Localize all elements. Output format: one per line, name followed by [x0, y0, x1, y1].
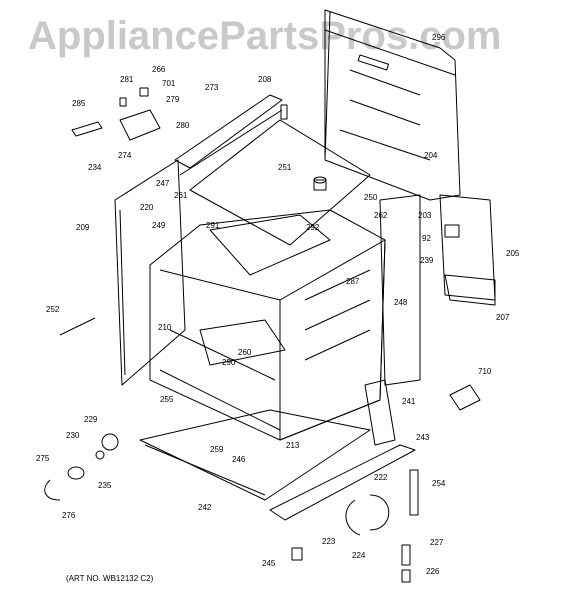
part-label-261: 261 [174, 191, 188, 200]
part-label-251: 251 [278, 163, 292, 172]
back-panel [324, 9, 461, 201]
part-label-710: 710 [478, 367, 492, 376]
part-label-247: 247 [156, 179, 170, 188]
part-label-291: 291 [206, 221, 220, 230]
control-parts [59, 87, 481, 411]
hardware-parts [291, 469, 419, 583]
part-label-224: 224 [352, 551, 366, 560]
kick-panel [269, 444, 416, 521]
part-label-281: 281 [120, 75, 134, 84]
part-label-292: 292 [306, 223, 320, 232]
part-label-250: 250 [364, 193, 378, 202]
part-label-205: 205 [506, 249, 520, 258]
part-label-279: 279 [166, 95, 180, 104]
part-label-234: 234 [88, 163, 102, 172]
part-label-92: 92 [422, 234, 431, 243]
part-label-275: 275 [36, 454, 50, 463]
oven-top-panel [189, 119, 371, 246]
part-label-262: 262 [374, 211, 388, 220]
part-label-276: 276 [62, 511, 76, 520]
part-label-226: 226 [426, 567, 440, 576]
bottom-panel [139, 409, 371, 501]
heating-elements [199, 214, 331, 366]
part-label-243: 243 [416, 433, 430, 442]
part-label-254: 254 [432, 479, 446, 488]
part-label-287: 287 [346, 277, 360, 286]
part-label-209: 209 [76, 223, 90, 232]
part-label-222: 222 [374, 473, 388, 482]
part-label-248: 248 [394, 298, 408, 307]
part-label-208: 208 [258, 75, 272, 84]
part-label-285: 285 [72, 99, 86, 108]
part-label-230: 230 [66, 431, 80, 440]
part-label-274: 274 [118, 151, 132, 160]
part-label-249: 249 [152, 221, 166, 230]
part-label-246: 246 [232, 455, 246, 464]
part-label-252: 252 [46, 305, 60, 314]
part-label-273: 273 [205, 83, 219, 92]
part-label-242: 242 [198, 503, 212, 512]
part-label-204: 204 [424, 151, 438, 160]
part-label-296: 296 [432, 33, 446, 42]
part-label-213: 213 [286, 441, 300, 450]
watermark: AppliancePartsPros.com [28, 14, 502, 58]
part-label-223: 223 [322, 537, 336, 546]
part-label-260: 260 [238, 348, 252, 357]
top-rail [174, 94, 288, 176]
part-label-701: 701 [162, 79, 176, 88]
part-label-203: 203 [418, 211, 432, 220]
part-label-290: 290 [222, 358, 236, 367]
left-side-panel [114, 159, 186, 386]
part-label-280: 280 [176, 121, 190, 130]
oven-cavity [149, 209, 386, 441]
knob-assembly [44, 433, 119, 501]
part-label-239: 239 [420, 256, 434, 265]
part-label-235: 235 [98, 481, 112, 490]
part-label-255: 255 [160, 395, 174, 404]
part-label-227: 227 [430, 538, 444, 547]
part-label-241: 241 [402, 397, 416, 406]
part-label-210: 210 [158, 323, 172, 332]
art-number: (ART NO. WB12132 C2) [66, 574, 154, 583]
part-label-266: 266 [152, 65, 166, 74]
vent-trim [364, 379, 396, 446]
part-label-245: 245 [262, 559, 276, 568]
part-label-229: 229 [84, 415, 98, 424]
part-label-220: 220 [140, 203, 154, 212]
part-label-259: 259 [210, 445, 224, 454]
part-label-207: 207 [496, 313, 510, 322]
part-number-labels: 296 266 281 701 279 285 280 273 208 274 234 204 251 2… [36, 33, 520, 576]
right-side-panels [379, 194, 496, 386]
